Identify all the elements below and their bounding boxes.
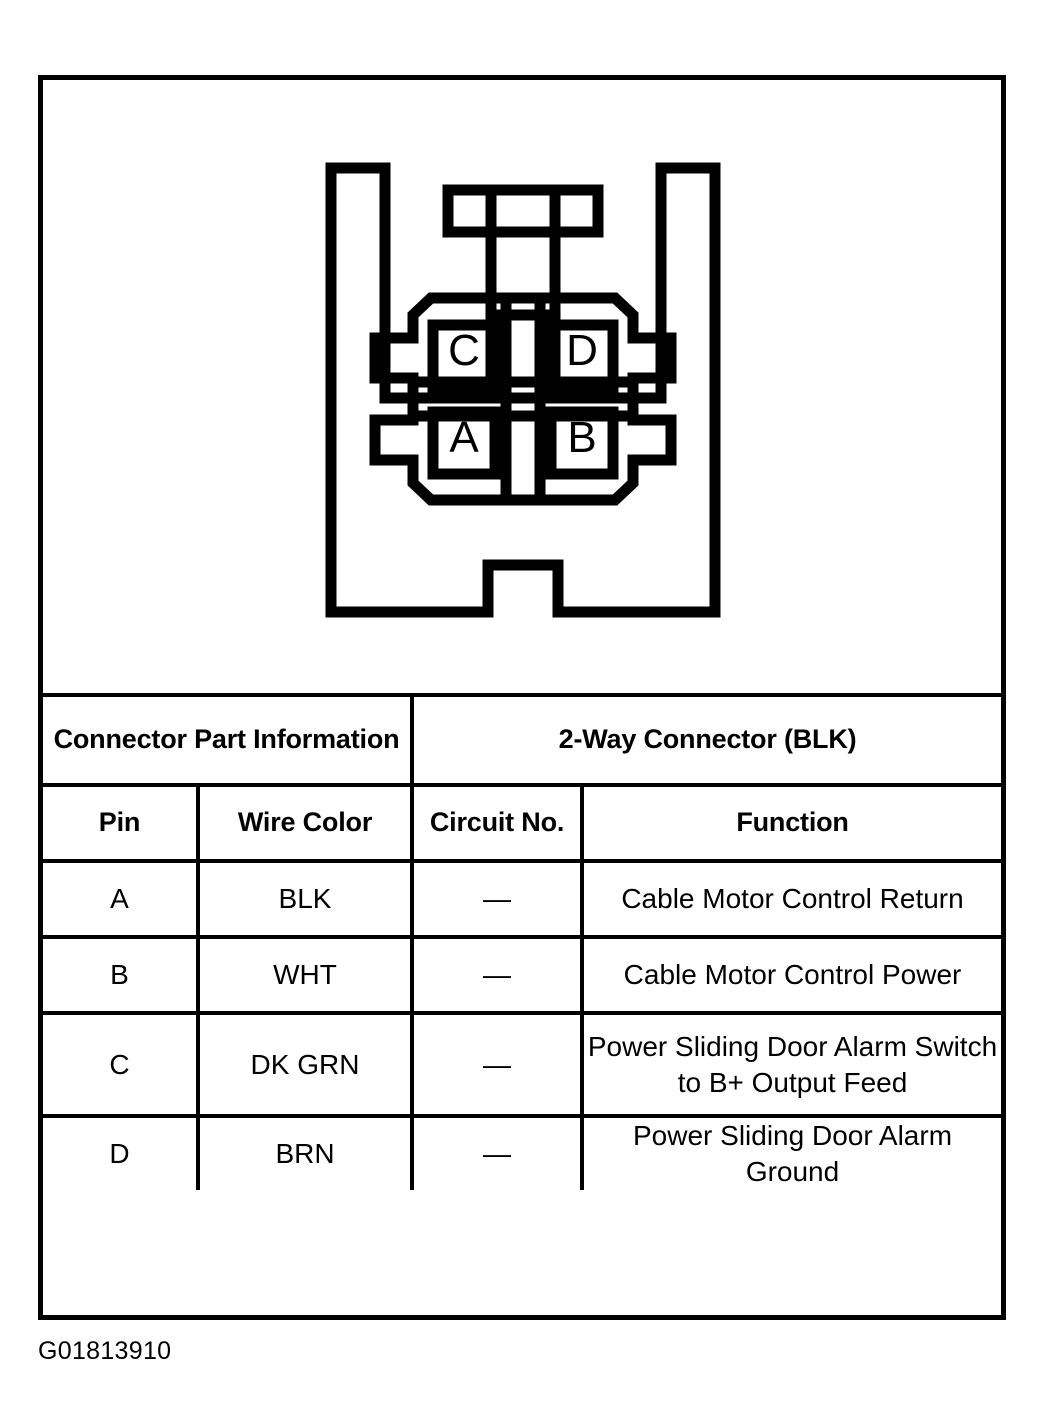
table-row: A BLK — Cable Motor Control Return — [43, 859, 1002, 939]
column-header-function: Function — [580, 783, 1002, 863]
cell-circuit-no: — — [410, 935, 585, 1015]
pin-cavity-c: C — [427, 319, 501, 393]
pin-cavity-d: D — [545, 319, 619, 393]
cell-circuit-no: — — [410, 1011, 585, 1118]
table-row: B WHT — Cable Motor Control Power — [43, 935, 1002, 1015]
cell-pin: B — [43, 935, 200, 1015]
cell-function: Power Sliding Door Alarm Switch to B+ Ou… — [580, 1011, 1002, 1118]
pin-cavity-d-label: D — [566, 326, 598, 375]
cell-circuit-no: — — [410, 859, 585, 939]
header-connector-type: 2-Way Connector (BLK) — [410, 693, 1002, 787]
cell-pin: C — [43, 1011, 200, 1118]
cell-circuit-no: — — [410, 1114, 585, 1190]
connector-pinout-table: Connector Part Information 2-Way Connect… — [43, 693, 1002, 1190]
pin-block-outline — [369, 292, 677, 506]
cell-function: Power Sliding Door Alarm Ground — [580, 1114, 1002, 1190]
table-row: D BRN — Power Sliding Door Alarm Ground — [43, 1114, 1002, 1190]
table-row: C DK GRN — Power Sliding Door Alarm Swit… — [43, 1011, 1002, 1118]
cell-function: Cable Motor Control Return — [580, 859, 1002, 939]
column-header-pin: Pin — [43, 783, 200, 863]
cell-pin: D — [43, 1114, 200, 1190]
connector-diagram-svg: C D A B — [325, 162, 721, 618]
header-connector-part-information: Connector Part Information — [43, 693, 415, 787]
table-header-row-top: Connector Part Information 2-Way Connect… — [43, 693, 1002, 787]
connector-illustration: C D A B — [43, 80, 1001, 693]
cell-wire-color: BLK — [195, 859, 415, 939]
cell-wire-color: DK GRN — [195, 1011, 415, 1118]
pin-cavity-a-label: A — [449, 413, 479, 462]
cell-wire-color: WHT — [195, 935, 415, 1015]
pin-cavity-c-label: C — [448, 326, 480, 375]
pin-cavity-b-label: B — [567, 413, 596, 462]
cell-function: Cable Motor Control Power — [580, 935, 1002, 1015]
column-header-circuit-no: Circuit No. — [410, 783, 585, 863]
figure-caption: G01813910 — [38, 1337, 172, 1365]
cell-wire-color: BRN — [195, 1114, 415, 1190]
column-header-wire-color: Wire Color — [195, 783, 415, 863]
figure-frame: C D A B — [38, 75, 1006, 1320]
table-header-row-columns: Pin Wire Color Circuit No. Function — [43, 783, 1002, 863]
cell-pin: A — [43, 859, 200, 939]
pin-cavity-b: B — [545, 406, 619, 480]
pin-cavity-a: A — [427, 406, 501, 480]
connector-body-outline — [325, 162, 721, 618]
